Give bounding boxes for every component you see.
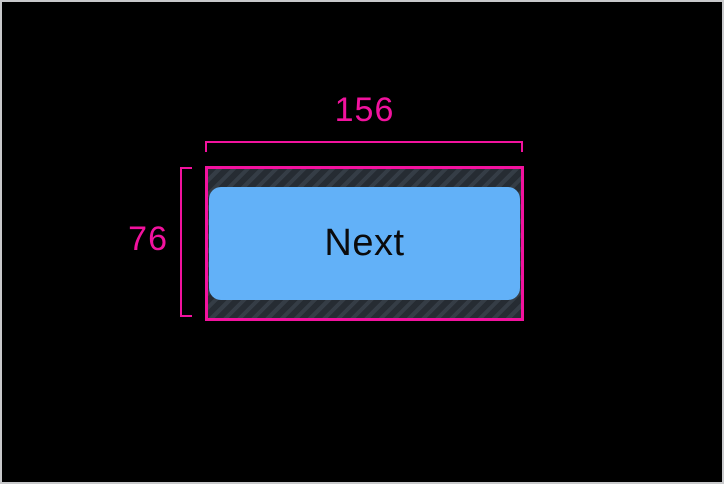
height-dimension-label: 76 — [128, 220, 168, 258]
next-button[interactable]: Next — [209, 187, 520, 300]
width-measure-bracket — [205, 141, 523, 152]
measured-bounds-outline: Next — [205, 166, 524, 321]
height-measure-bracket — [180, 167, 192, 317]
width-dimension-label: 156 — [334, 91, 395, 129]
